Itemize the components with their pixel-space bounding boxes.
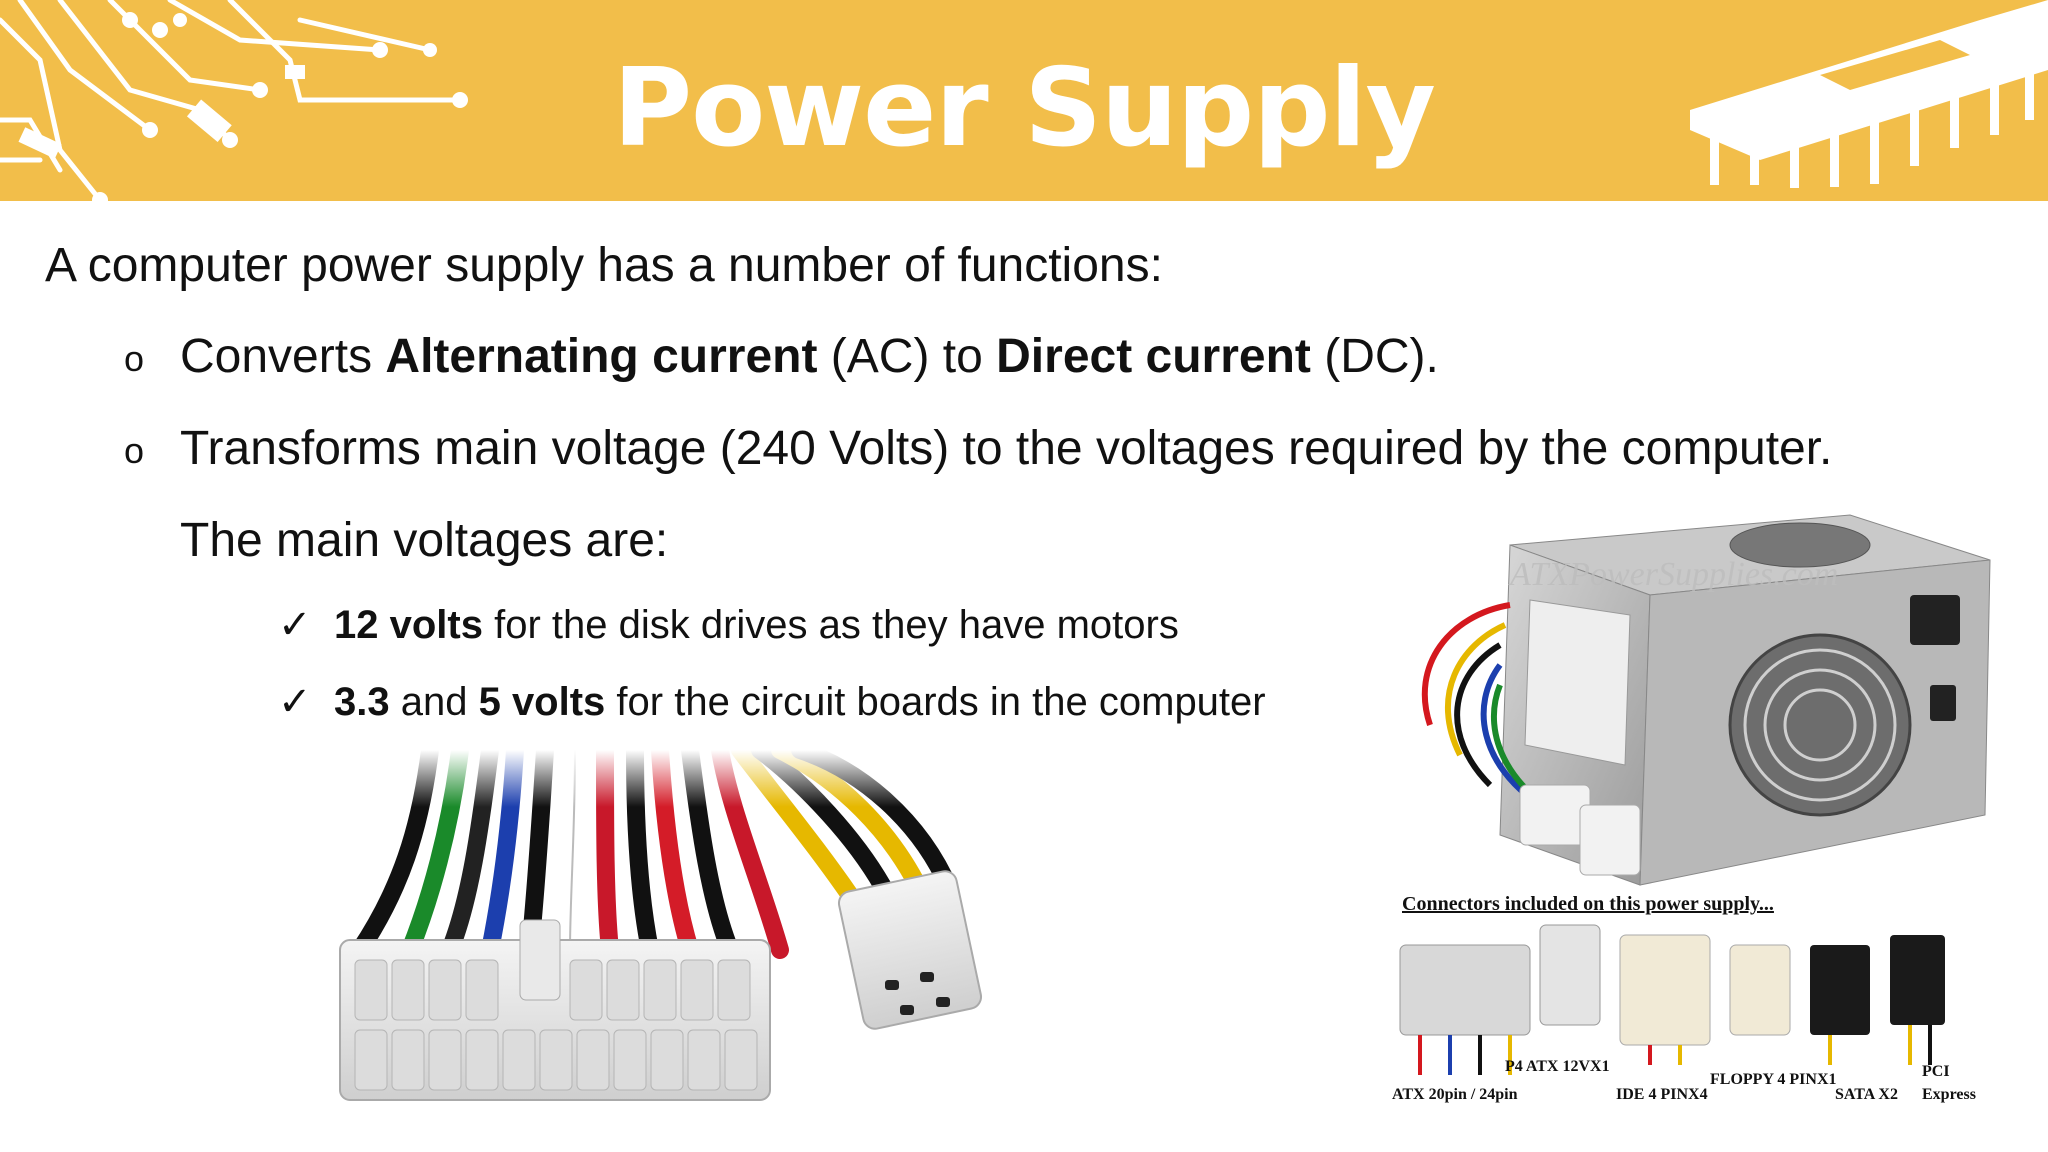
label-sata: SATA X2: [1835, 1086, 1898, 1103]
bullet-text-3: (DC).: [1310, 330, 1439, 383]
bullet-bold-ac: Alternating current: [385, 330, 818, 383]
check-text: for the circuit boards in the computer: [605, 680, 1266, 724]
label-express: Express: [1922, 1086, 1976, 1103]
bullet-marker: o: [124, 338, 145, 380]
atx-connector-image: [300, 750, 1020, 1130]
psu-watermark: ATXPowerSupplies.com: [1508, 556, 1838, 593]
check-icon: ✓: [278, 680, 312, 724]
bullet-voltage: o Transforms main voltage (240 Volts) to …: [124, 419, 1832, 481]
label-floppy: FLOPPY 4 PINX1: [1710, 1071, 1837, 1088]
label-pci: PCI: [1922, 1063, 1950, 1080]
bullet-text-1: Converts: [180, 330, 386, 383]
check-bold: 3.3: [334, 680, 390, 724]
bullet-ac-dc: o Converts Alternating current (AC) to Di…: [124, 327, 1439, 389]
chip-decoration: [1690, 0, 2048, 188]
slide-title: Power Supply: [613, 46, 1436, 171]
check-icon: ✓: [278, 603, 312, 647]
check-bold: 5 volts: [478, 680, 606, 724]
circuit-trace-decoration: [0, 0, 468, 201]
psu-product-image: ATXPowerSupplies.com Connectors included…: [1392, 514, 1991, 1103]
psu-caption-title: Connectors included on this power supply…: [1402, 893, 1774, 915]
main-voltages-label: The main voltages are:: [180, 514, 669, 567]
check-text: and: [389, 680, 479, 724]
bullet-voltage-text: Transforms main voltage (240 Volts) to t…: [180, 422, 1833, 475]
check-item-12v: ✓ 12 volts for the disk drives as they ha…: [278, 599, 1179, 651]
check-bold: 12 volts: [334, 603, 483, 647]
check-item-3v-5v: ✓ 3.3 and 5 volts for the circuit boards …: [278, 676, 1266, 728]
bullet-text-2: (AC) to: [817, 330, 997, 383]
bullet-bold-dc: Direct current: [996, 330, 1311, 383]
label-p4-atx: P4 ATX 12VX1: [1505, 1058, 1610, 1075]
intro-text: A computer power supply has a number of …: [45, 239, 1163, 292]
check-text: for the disk drives as they have motors: [482, 603, 1179, 647]
label-ide: IDE 4 PINX4: [1616, 1086, 1708, 1103]
bullet-marker: o: [124, 430, 145, 472]
label-atx-20-24: ATX 20pin / 24pin: [1392, 1086, 1518, 1103]
header-banner: Power Supply: [0, 0, 2048, 201]
